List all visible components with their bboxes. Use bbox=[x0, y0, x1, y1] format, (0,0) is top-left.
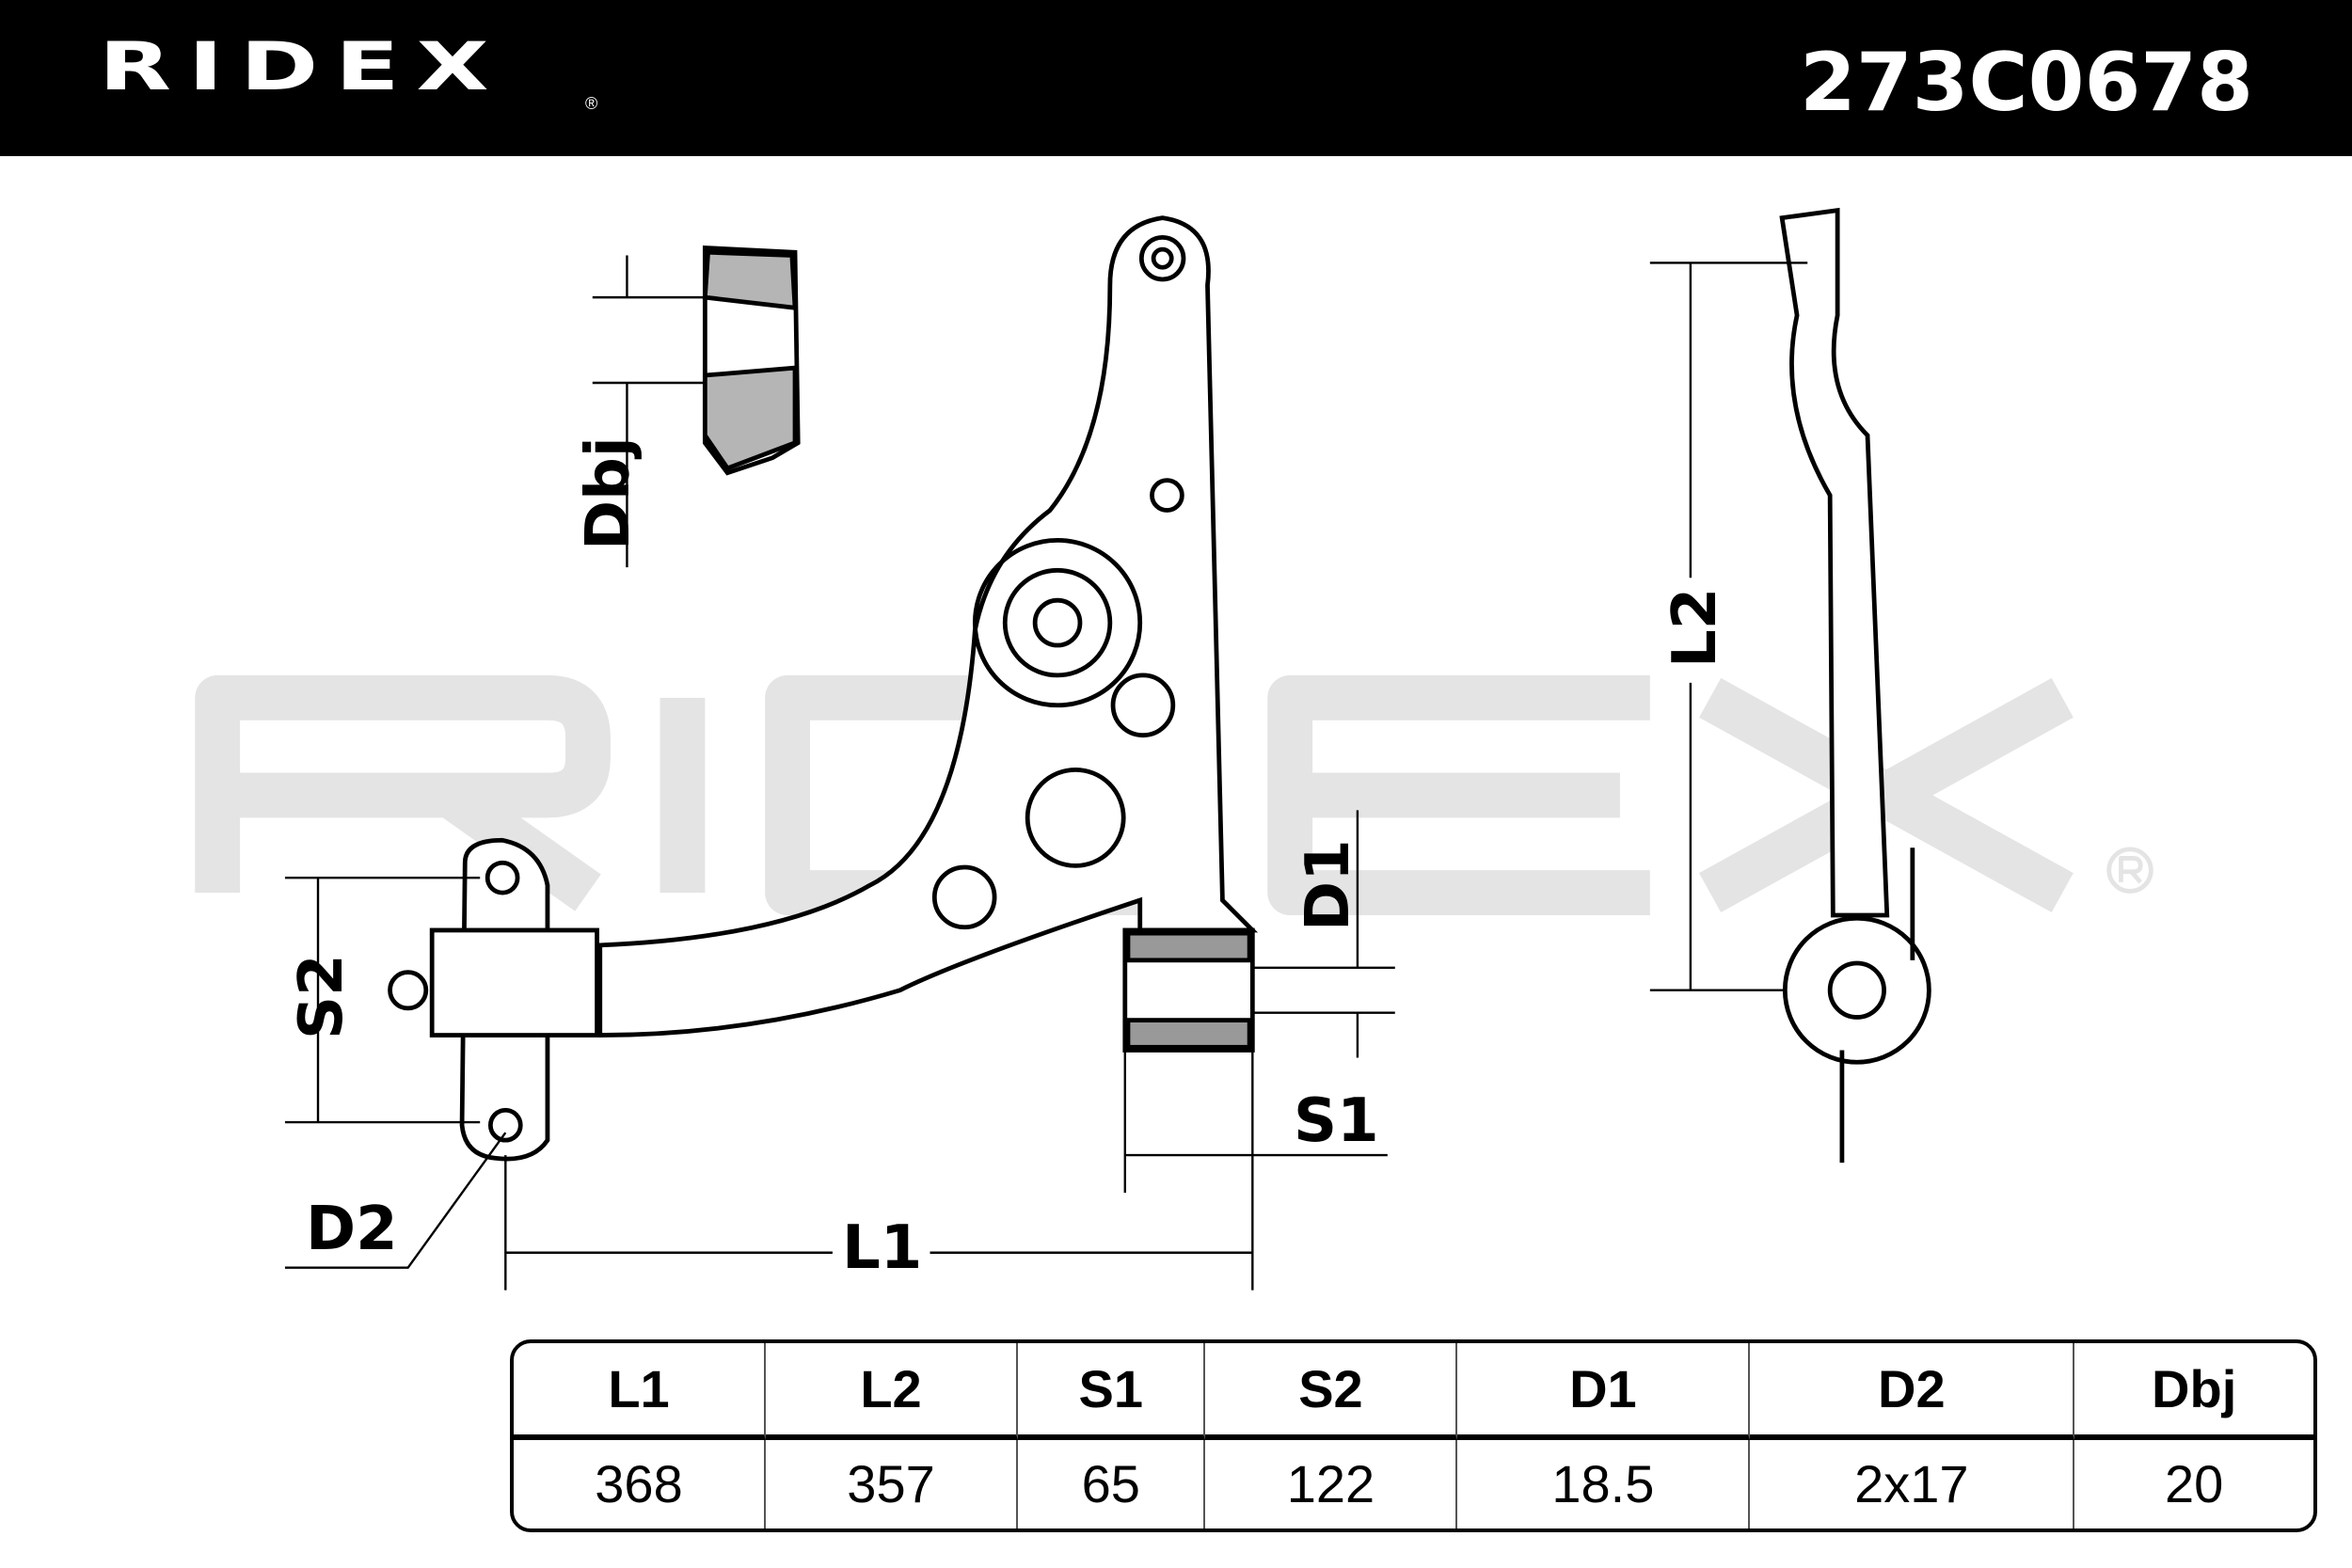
value-dbj: 20 bbox=[2165, 1454, 2224, 1514]
spec-values-row: 368 357 65 122 18.5 2x17 20 bbox=[514, 1439, 2313, 1528]
arm-body bbox=[597, 215, 1259, 1037]
dim-label-s2: S2 bbox=[287, 954, 357, 1039]
value-l2: 357 bbox=[766, 1439, 1019, 1528]
header-bar: RIDEX ® 273C0678 bbox=[0, 0, 2352, 156]
dim-label-l1: L1 bbox=[842, 1213, 923, 1283]
part-number: 273C0678 bbox=[1800, 36, 2253, 130]
dim-label-d2: D2 bbox=[306, 1195, 398, 1264]
brand-logo: RIDEX bbox=[99, 28, 506, 105]
watermark-registered-icon bbox=[2106, 847, 2153, 894]
side-view-arm bbox=[1649, 207, 1931, 1164]
value-l1: 368 bbox=[514, 1439, 767, 1528]
header-l1: L1 bbox=[514, 1343, 767, 1440]
dim-label-l2: L2 bbox=[1661, 587, 1730, 668]
header-d2: D2 bbox=[1750, 1343, 2075, 1440]
dim-label-dbj: Dbj bbox=[574, 436, 644, 550]
value-d2: 2x17 bbox=[1750, 1439, 2075, 1528]
value-s2: 122 bbox=[1205, 1439, 1458, 1528]
header-s2: S2 bbox=[1205, 1343, 1458, 1440]
spec-header-row: L1 L2 S1 S2 D1 D2 Dbj bbox=[514, 1343, 2313, 1440]
header-d1: D1 bbox=[1457, 1343, 1751, 1440]
value-d1: 18.5 bbox=[1457, 1439, 1751, 1528]
registered-mark: ® bbox=[585, 94, 598, 113]
header-l2: L2 bbox=[766, 1343, 1019, 1440]
watermark-letter-x bbox=[1699, 677, 2074, 913]
header-dbj: Dbj bbox=[2074, 1343, 2313, 1440]
ball-joint-detail bbox=[592, 245, 801, 568]
spec-table: L1 L2 S1 S2 D1 D2 Dbj 368 357 65 122 18.… bbox=[510, 1339, 2317, 1532]
rear-bushing bbox=[1122, 810, 1395, 1291]
header-s1: S1 bbox=[1018, 1343, 1206, 1440]
dim-label-s1: S1 bbox=[1294, 1086, 1379, 1156]
value-s1: 65 bbox=[1018, 1439, 1206, 1528]
front-bracket bbox=[284, 837, 1253, 1291]
watermark-letter-e bbox=[1267, 674, 1650, 916]
dim-label-d1: D1 bbox=[1294, 839, 1363, 931]
